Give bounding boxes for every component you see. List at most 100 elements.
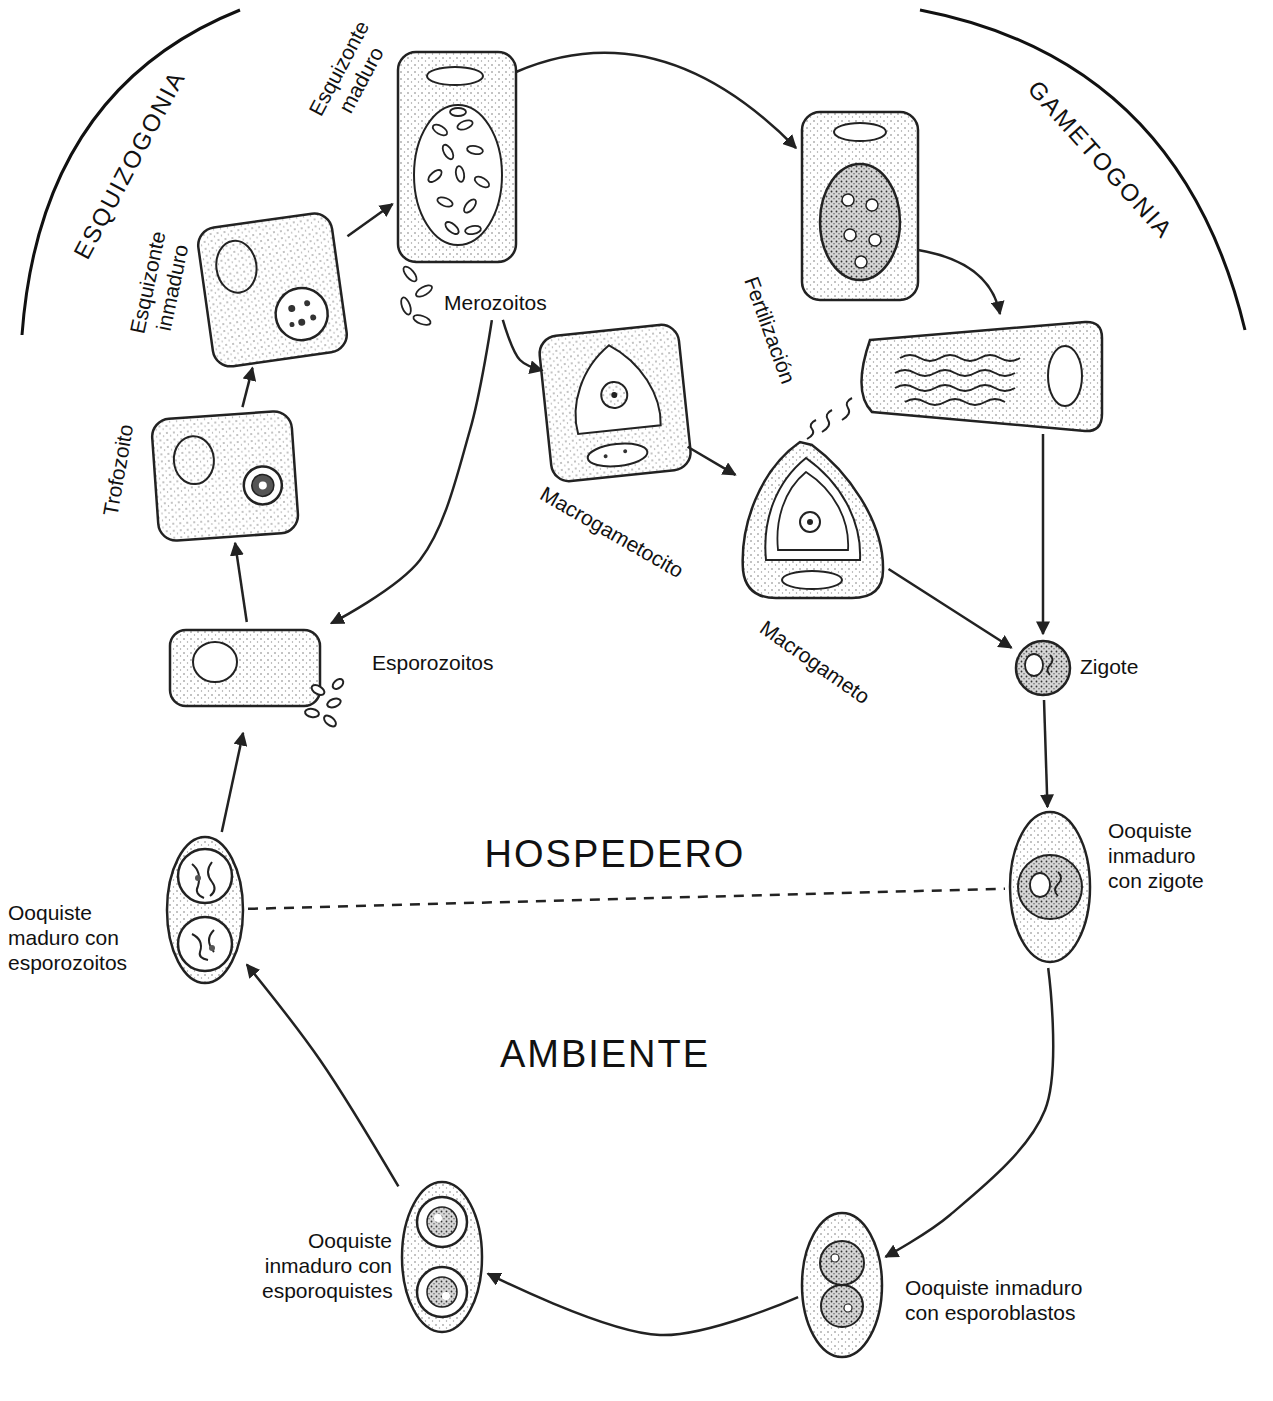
host-cell-mature-schizont	[426, 168, 443, 184]
stage-label: Ooquiste inmaduro con esporoblastos	[905, 1275, 1105, 1325]
host-cell-macrogamete	[800, 512, 820, 532]
host-cell-sporozoites	[304, 708, 319, 718]
oocyst-sporoblasts	[802, 1213, 882, 1357]
host-cell-immature-schizont	[310, 314, 317, 321]
phase-bracket	[920, 10, 1245, 330]
host-cell-mature-schizont	[464, 225, 481, 236]
host-cell-sporozoites	[310, 683, 326, 697]
host-cell-microgametocyte	[802, 112, 918, 300]
host-cell-macrogamete	[743, 442, 883, 598]
host-cell-sporozoites	[193, 642, 237, 682]
host-cell-trophozoite	[259, 481, 268, 490]
oocyst-sporoblasts	[844, 1304, 852, 1312]
oocyst-sporocysts	[402, 1182, 482, 1332]
host-cell-microgametocyte	[844, 229, 856, 241]
host-cell-macrogamete	[743, 442, 883, 598]
host-cell-macrogametocyte	[538, 323, 692, 483]
host-cell-macrogametocyte	[623, 449, 627, 453]
host-cell-mature-schizont	[399, 296, 413, 316]
host-cell-trophozoite	[251, 474, 274, 497]
host-cell-microgametocyte	[802, 112, 918, 300]
host-cell-macrogametocyte	[603, 454, 607, 458]
host-cell-microgametocyte	[866, 199, 878, 211]
host-cell-mature-schizont	[466, 145, 483, 156]
zygote-cell	[1016, 641, 1070, 695]
host-cell-trophozoite	[151, 410, 299, 541]
cycle-arrow	[235, 543, 247, 622]
host-cell-microgametes	[807, 355, 1020, 439]
phase-label: ESQUIZOGONIA	[68, 66, 192, 264]
host-cell-mature-schizont	[473, 175, 491, 190]
oocyst-sporocysts	[417, 1267, 467, 1317]
host-cell-immature-schizont	[304, 300, 311, 307]
cycle-arrow	[488, 1274, 798, 1335]
region-label: HOSPEDERO	[485, 832, 746, 878]
cycle-arrow	[222, 733, 243, 832]
host-cell-sporozoites	[331, 677, 345, 691]
host-cell-immature-schizont	[289, 322, 295, 328]
host-cell-microgametes	[807, 420, 816, 439]
host-cell-mature-schizont	[455, 165, 466, 182]
oocyst-sporocysts	[427, 1277, 457, 1307]
host-cell-microgametes	[900, 355, 1020, 361]
cycle-arrow	[503, 320, 542, 370]
stage-label: Merozoitos	[440, 288, 551, 317]
immature-schizont-stage: Esquizonte inmaduro	[200, 215, 345, 365]
trophozoite-stage: Trofozoito	[150, 410, 300, 540]
macrogametocyte-stage: Macrogametocito	[545, 330, 685, 478]
host-cell-mature-schizont	[412, 313, 432, 327]
host-cell-microgametocyte	[855, 256, 867, 268]
host-cell-mature-schizont	[398, 52, 516, 327]
zygote-cell	[1016, 641, 1070, 695]
oocyst-sporozoites	[178, 849, 232, 903]
host-cell-sporozoites	[326, 697, 342, 709]
stage-label: Ooquiste maduro con esporozoitos	[8, 900, 158, 976]
oocyst-sporocysts	[402, 1182, 482, 1332]
host-cell-microgametes	[822, 410, 832, 432]
host-cell-microgametes	[905, 399, 1005, 405]
oocyst-sporocysts	[434, 1214, 442, 1222]
oocyst-sporoblasts	[802, 1213, 882, 1357]
stage-label: Esquizonte inmaduro	[124, 225, 197, 345]
oocyst-sporozoites	[195, 875, 201, 881]
oocyst-stage: Ooquiste inmaduro con zigote	[1008, 810, 1092, 965]
cycle-arrow-drawing	[516, 53, 796, 148]
host-cell-macrogamete	[807, 519, 813, 525]
mature-schizont-stage: Esquizonte maduro	[395, 50, 520, 265]
oocyst-sporozoites	[167, 837, 243, 983]
oocyst-sporoblasts	[831, 1254, 839, 1262]
host-cell-mature-schizont	[414, 105, 502, 245]
oocyst-stage: Ooquiste inmaduro con esporoquistes	[400, 1180, 485, 1335]
oocyst-sporozoites	[192, 862, 215, 960]
host-cell-mature-schizont	[399, 108, 491, 327]
host-cell-immature-schizont	[196, 211, 349, 368]
oocyst-sporocysts	[427, 1207, 457, 1237]
host-cell-macrogametocyte	[538, 323, 692, 483]
host-cell-microgametocyte	[834, 123, 886, 141]
host-cell-immature-schizont	[272, 285, 331, 344]
cycle-arrow	[247, 965, 399, 1187]
stage-label: Ooquiste inmaduro con zigote	[1108, 818, 1220, 894]
host-cell-microgametocyte	[869, 234, 881, 246]
oocyst-zygote	[1018, 855, 1082, 919]
oocyst-zygote	[1030, 873, 1050, 897]
oocyst-sporoblasts	[821, 1285, 863, 1327]
process-label: Fertilización	[739, 273, 801, 387]
oocyst-zygote	[1010, 812, 1090, 962]
host-cell-microgametes	[807, 322, 1102, 439]
host-cell-microgametocyte	[820, 164, 900, 280]
stage-label: Macrogametocito	[536, 481, 688, 583]
host-cell-sporozoites	[170, 630, 320, 706]
oocyst-zygote	[1055, 872, 1061, 896]
oocyst-sporozoites	[208, 862, 215, 896]
oocyst-sporozoites	[209, 945, 215, 951]
host-cell-immature-schizont	[288, 304, 296, 312]
stage-label: Esporozoitos	[372, 650, 493, 675]
cycle-arrow-drawing	[918, 250, 1000, 314]
boundary-line	[248, 889, 1005, 909]
host-cell-macrogametocyte	[587, 441, 649, 469]
host-cell-mature-schizont	[431, 123, 449, 138]
